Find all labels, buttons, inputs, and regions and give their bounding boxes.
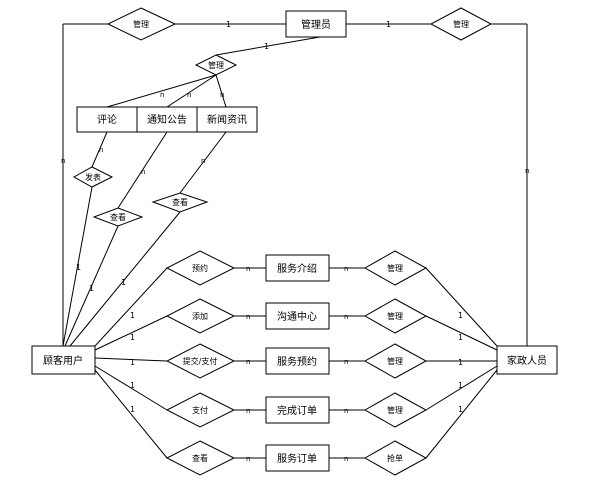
cardinality-label: n [61, 157, 65, 165]
relationship-publish: 发表 [72, 166, 114, 188]
cardinality-label: n [246, 455, 250, 463]
cardinality-label: 1 [130, 381, 135, 390]
relationship-manage-booking: 管理 [363, 343, 428, 379]
relationship-pay-label: 支付 [192, 405, 208, 415]
relationship-manage-top-right: 管理 [429, 7, 493, 41]
cardinality-label: 1 [89, 284, 94, 293]
cardinality-label: n [525, 167, 529, 175]
entity-notice: 通知公告 [136, 106, 198, 133]
cardinality-label: n [246, 358, 250, 366]
cardinality-label: n [201, 157, 205, 165]
entity-customer: 顾客用户 [31, 345, 96, 375]
cardinality-label: 1 [458, 311, 463, 320]
cardinality-label: 1 [130, 311, 135, 320]
entity-service-booking-label: 服务预约 [277, 355, 317, 368]
cardinality-label: n [246, 407, 250, 415]
cardinality-label: 1 [130, 333, 135, 342]
cardinality-label: n [344, 313, 348, 321]
cardinality-label: 1 [458, 358, 463, 367]
entity-service-order: 服务订单 [265, 444, 330, 472]
cardinality-label: 1 [386, 20, 391, 29]
cardinality-label: n [187, 91, 191, 99]
relationship-view-order: 查看 [165, 440, 236, 476]
entity-admin-label: 管理员 [301, 18, 331, 31]
entity-admin: 管理员 [285, 10, 347, 38]
relationship-submit-pay: 提交/支付 [165, 343, 236, 379]
relationship-view-news-label: 查看 [172, 197, 188, 207]
entity-comment-label: 评论 [97, 113, 117, 126]
relationship-manage-intro: 管理 [363, 250, 428, 286]
entity-communication-center-label: 沟通中心 [277, 310, 317, 323]
relationship-manage-booking-label: 管理 [387, 356, 403, 366]
cardinality-label: 1 [130, 358, 135, 367]
entity-comment: 评论 [76, 106, 138, 133]
cardinality-label: 1 [226, 20, 231, 29]
relationship-manage-content-label: 管理 [208, 60, 224, 70]
relationship-pay: 支付 [165, 392, 236, 428]
relationship-manage-content: 管理 [194, 54, 238, 76]
relationship-manage-completed: 管理 [363, 392, 428, 428]
entity-notice-label: 通知公告 [147, 113, 187, 126]
cardinality-label: 1 [458, 333, 463, 342]
entity-staff: 家政人员 [496, 345, 558, 375]
relationship-manage-comm: 管理 [363, 298, 428, 334]
cardinality-label: n [220, 91, 224, 99]
relationship-view-order-label: 查看 [192, 453, 208, 463]
cardinality-labels: 1 1 1 n n n n n n n n 1 1 1 1 1 1 1 1 n … [61, 20, 529, 463]
cardinality-label: 1 [458, 405, 463, 414]
entity-service-booking: 服务预约 [265, 347, 330, 375]
relationship-manage-comm-label: 管理 [387, 311, 403, 321]
relationship-manage-top-left: 管理 [106, 7, 177, 41]
relationship-add-label: 添加 [192, 311, 208, 321]
cardinality-label: 1 [458, 381, 463, 390]
cardinality-label: n [344, 265, 348, 273]
entity-communication-center: 沟通中心 [265, 302, 330, 330]
entity-service-intro: 服务介绍 [265, 254, 330, 282]
relationship-submit-pay-label: 提交/支付 [183, 356, 218, 366]
relationship-add: 添加 [165, 298, 236, 334]
relationship-grab-order-label: 抢单 [387, 453, 403, 463]
entity-completed-order: 完成订单 [265, 396, 330, 424]
relationship-manage-intro-label: 管理 [387, 263, 403, 273]
cardinality-label: n [99, 146, 103, 154]
cardinality-label: 1 [130, 405, 135, 414]
connector-lines [62, 23, 528, 459]
entity-service-order-label: 服务订单 [277, 452, 317, 465]
cardinality-label: n [344, 358, 348, 366]
relationship-manage-top-left-label: 管理 [133, 19, 149, 29]
cardinality-label: n [246, 313, 250, 321]
cardinality-label: n [246, 265, 250, 273]
relationship-manage-completed-label: 管理 [387, 405, 403, 415]
relationship-grab-order: 抢单 [363, 440, 428, 476]
entity-news: 新闻资讯 [196, 106, 258, 133]
entity-staff-label: 家政人员 [507, 354, 547, 367]
relationship-reserve-label: 预约 [192, 263, 208, 273]
entity-completed-order-label: 完成订单 [277, 404, 317, 417]
cardinality-label: n [160, 91, 164, 99]
entity-service-intro-label: 服务介绍 [277, 262, 317, 275]
relationship-reserve: 预约 [165, 250, 236, 286]
cardinality-label: 1 [121, 278, 126, 287]
relationship-manage-top-right-label: 管理 [453, 19, 469, 29]
relationship-view-notice: 查看 [92, 207, 144, 227]
cardinality-label: 1 [76, 263, 81, 272]
entity-customer-label: 顾客用户 [43, 354, 83, 367]
cardinality-label: n [141, 168, 145, 176]
relationship-view-news: 查看 [151, 192, 209, 213]
cardinality-label: n [344, 407, 348, 415]
cardinality-label: 1 [264, 42, 269, 51]
entity-news-label: 新闻资讯 [207, 113, 247, 126]
cardinality-label: n [344, 455, 348, 463]
relationship-view-notice-label: 查看 [110, 212, 126, 222]
relationship-publish-label: 发表 [85, 172, 101, 182]
